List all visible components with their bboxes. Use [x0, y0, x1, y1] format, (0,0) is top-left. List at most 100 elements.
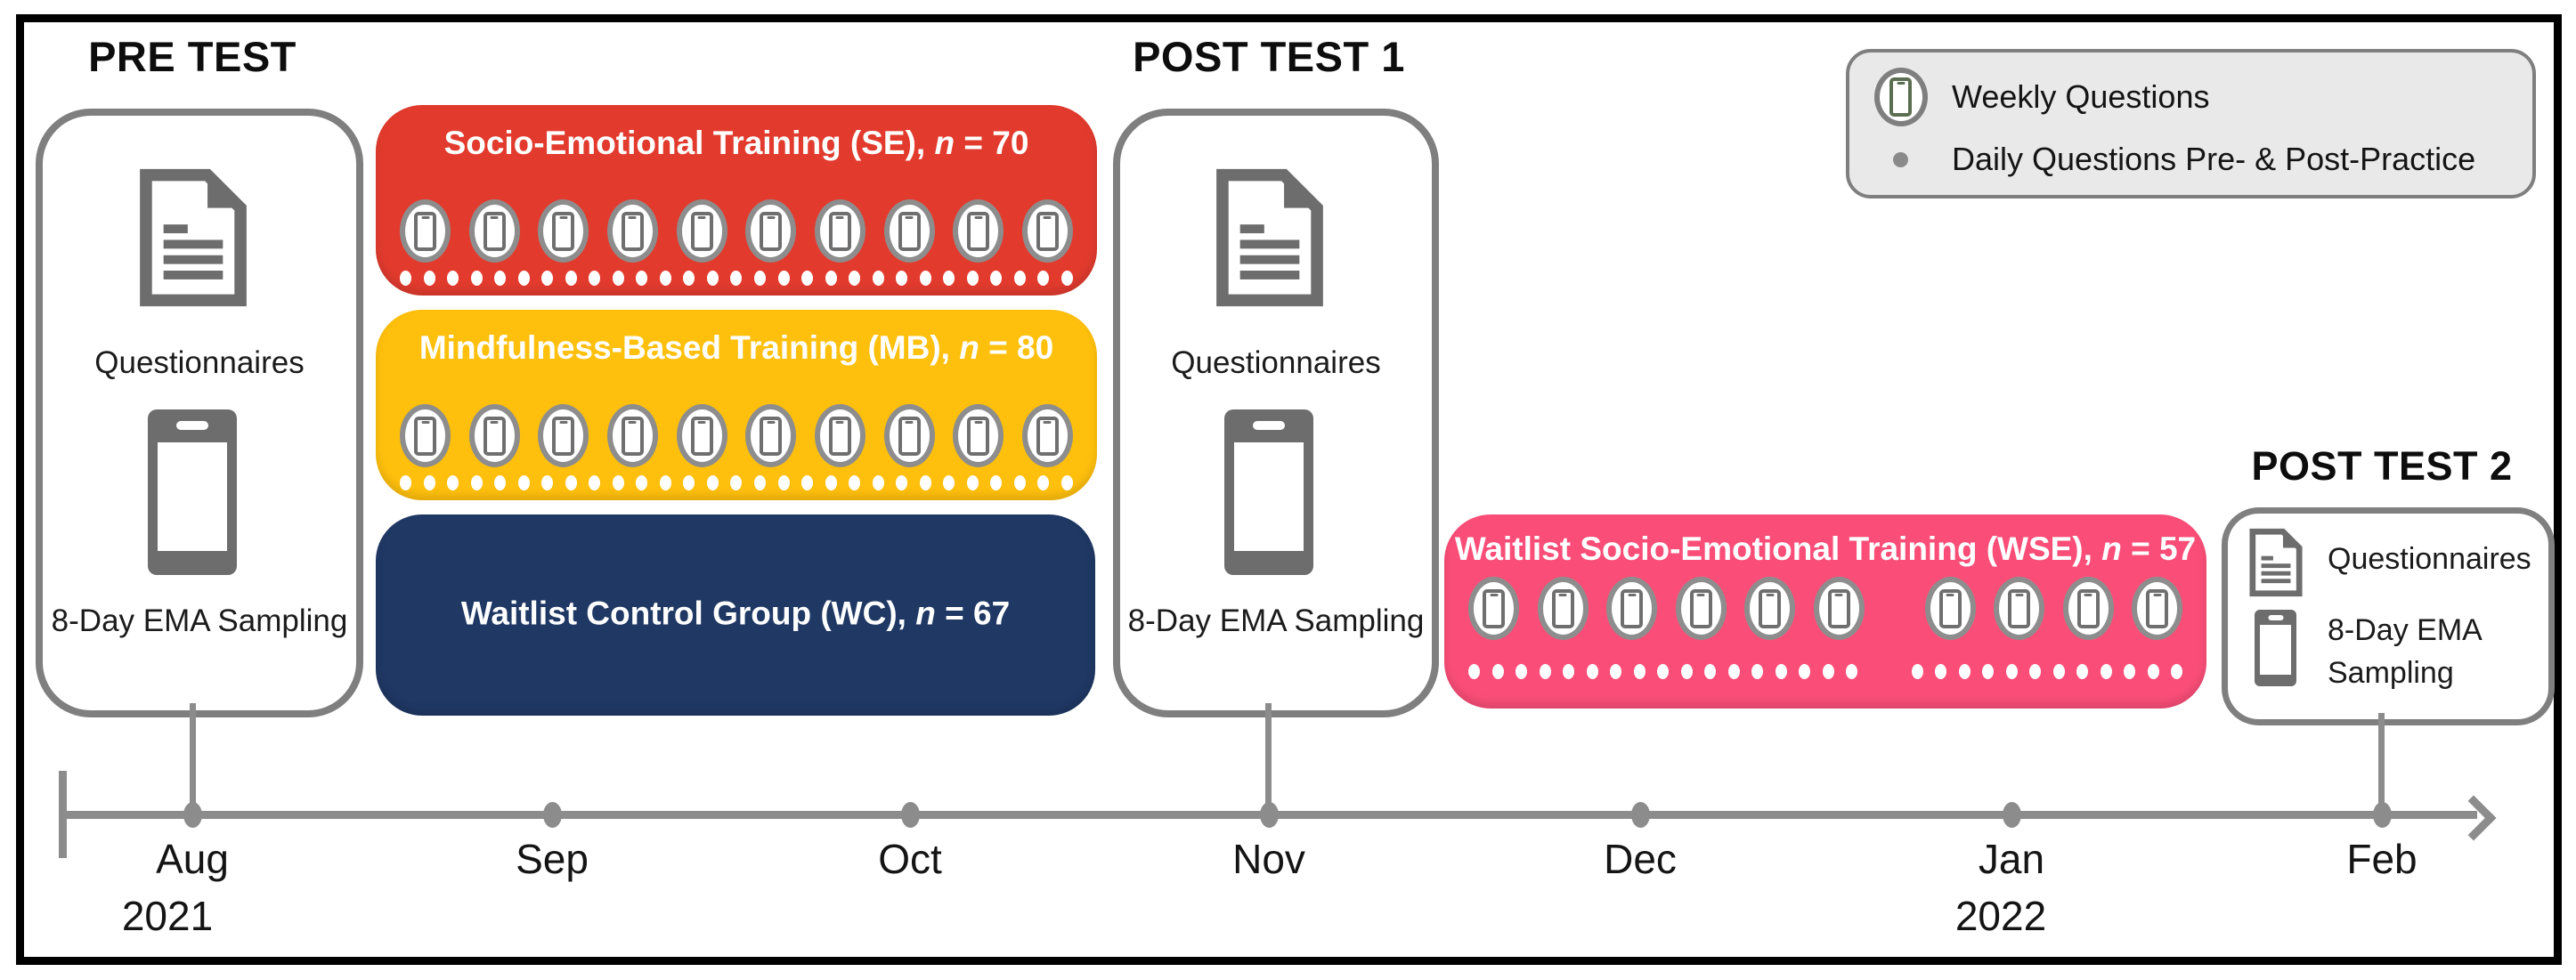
- daily-dot: [612, 475, 624, 490]
- document-icon: [1216, 168, 1323, 307]
- daily-dot: [1846, 664, 1857, 679]
- daily-dot: [2147, 664, 2159, 679]
- daily-dot-group: [1468, 664, 1857, 679]
- daily-dot: [1013, 475, 1026, 490]
- daily-dot: [659, 475, 671, 490]
- daily-dot: [683, 271, 695, 286]
- daily-dot-group: [1911, 664, 2182, 679]
- daily-dot: [1775, 664, 1787, 679]
- smartphone-glyph: [967, 211, 990, 251]
- timeline-month-dot: [1260, 802, 1279, 828]
- smartphone-glyph: [967, 416, 990, 456]
- month-label: Feb: [2346, 836, 2418, 882]
- weekly-phone-row: [400, 404, 1073, 467]
- daily-dot: [423, 475, 435, 490]
- daily-dot: [990, 271, 1003, 286]
- weekly-phone-icon: [1537, 577, 1589, 640]
- daily-dot: [1935, 664, 1946, 679]
- smartphone-glyph: [1551, 588, 1574, 628]
- daily-dot: [565, 271, 577, 286]
- weekly-phone-icon: [606, 199, 658, 263]
- daily-dot: [470, 475, 483, 490]
- weekly-phone-icon: [1675, 577, 1727, 640]
- daily-dot: [494, 475, 507, 490]
- post-test-1-box: Questionnaires 8-Day EMA Sampling: [1113, 109, 1439, 717]
- daily-dot: [1704, 664, 1716, 679]
- daily-dot: [612, 271, 624, 286]
- weekly-phone-icon: [2132, 577, 2182, 640]
- daily-dot: [730, 475, 743, 490]
- daily-dot: [2124, 664, 2135, 679]
- daily-dot: [1563, 664, 1574, 679]
- smartphone-icon: [148, 409, 237, 575]
- timeline-month-dot: [2373, 802, 2392, 828]
- daily-dot: [541, 271, 554, 286]
- weekly-phone-icon: [676, 199, 727, 263]
- daily-dot: [801, 271, 814, 286]
- group-title: Mindfulness-Based Training (MB), n = 80: [376, 329, 1097, 367]
- legend-box: Weekly Questions Daily Questions Pre- & …: [1846, 49, 2536, 198]
- smartphone-glyph: [1689, 588, 1712, 628]
- group-box-waitlist-control: Waitlist Control Group (WC), n = 67: [376, 514, 1095, 716]
- daily-dot: [896, 475, 908, 490]
- pre-test-title: PRE TEST: [88, 33, 297, 80]
- smartphone-glyph: [760, 211, 783, 251]
- smartphone-glyph: [898, 211, 921, 251]
- legend-row-weekly: Weekly Questions: [1849, 68, 2532, 126]
- ema-sampling-label: 8-Day EMA Sampling: [1127, 603, 1425, 638]
- smartphone-glyph: [483, 416, 506, 456]
- weekly-phone-icon: [883, 404, 935, 467]
- daily-dot: [636, 271, 648, 286]
- questionnaires-label: Questionnaires: [94, 345, 305, 380]
- weekly-phone-icon: [400, 199, 451, 263]
- weekly-phone-icon: [1468, 577, 1519, 640]
- year-label-start: 2021: [121, 893, 214, 939]
- weekly-phone-icon: [468, 199, 520, 263]
- daily-dot: [2052, 664, 2065, 679]
- timeline-month-dot: [1631, 802, 1650, 828]
- weekly-phone-icon: [676, 404, 727, 467]
- smartphone-icon: [1224, 409, 1313, 575]
- daily-dot: [706, 271, 719, 286]
- post-test-1-title: POST TEST 1: [1133, 33, 1405, 80]
- daily-dot: [801, 475, 814, 490]
- weekly-phone-icon: [953, 404, 1004, 467]
- smartphone-glyph: [483, 211, 506, 251]
- timeline-month-dot: [901, 802, 920, 828]
- weekly-phone-icon: [814, 404, 865, 467]
- smartphone-glyph: [2146, 588, 2168, 628]
- connector-pre-test: [190, 703, 196, 814]
- daily-dot: [919, 271, 931, 286]
- month-label: Aug: [156, 836, 229, 882]
- connector-post-test-1: [1265, 703, 1272, 814]
- daily-dot: [706, 475, 719, 490]
- daily-dot: [896, 271, 908, 286]
- weekly-phone-icon: [745, 199, 797, 263]
- pre-test-box: Questionnaires 8-Day EMA Sampling: [36, 109, 363, 717]
- daily-dot: [1539, 664, 1551, 679]
- weekly-phone-group: [400, 404, 1073, 467]
- group-box-waitlist-socio-emotional: Waitlist Socio-Emotional Training (WSE),…: [1444, 514, 2206, 709]
- daily-dot: [494, 271, 507, 286]
- smartphone-glyph: [690, 416, 713, 456]
- daily-dot: [659, 271, 671, 286]
- daily-dot: [753, 271, 766, 286]
- month-label: Dec: [1604, 836, 1677, 882]
- daily-dot: [1911, 664, 1923, 679]
- n-value: = 67: [935, 595, 1011, 632]
- daily-dot: [1037, 271, 1050, 286]
- daily-dot: [2029, 664, 2041, 679]
- daily-dot: [872, 271, 884, 286]
- daily-dot-row: [1468, 664, 2182, 679]
- daily-questions-icon: [1849, 151, 1952, 167]
- month-label: Oct: [878, 836, 942, 882]
- weekly-phone-icon: [400, 404, 451, 467]
- daily-dot: [872, 475, 884, 490]
- weekly-questions-label: Weekly Questions: [1952, 78, 2210, 115]
- n-symbol: n: [934, 125, 955, 161]
- post-test-2-box: Questionnaires 8-Day EMA Sampling: [2222, 507, 2555, 725]
- n-value: = 80: [979, 329, 1054, 366]
- n-value: = 70: [955, 125, 1029, 161]
- weekly-phone-icon: [1744, 577, 1795, 640]
